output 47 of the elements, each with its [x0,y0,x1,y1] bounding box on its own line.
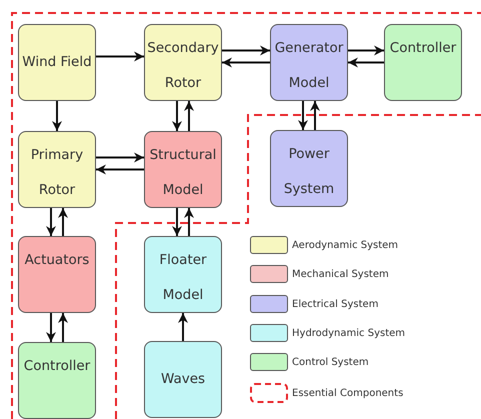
legend-label: Mechanical System [292,268,389,280]
node-label: Controller [24,357,90,376]
legend-label: Aerodynamic System [292,240,398,250]
process-box [18,24,96,101]
node-label: Secondary Rotor [147,39,219,93]
process-box [270,24,348,101]
arrow [96,152,144,162]
arrow [96,52,144,62]
legend-label: Electrical System [292,298,378,310]
arrow [178,313,188,341]
arrow [46,208,56,236]
arrow [310,101,320,130]
node-label: Primary Rotor [30,146,84,200]
arrow [52,101,62,131]
process-box [384,24,462,101]
node-label: Waves [160,370,206,389]
arrow [58,208,68,236]
node-label: Controller [390,39,456,58]
arrow [58,313,68,342]
process-box [144,341,222,418]
process-box [18,236,96,313]
arrow [222,46,270,56]
node-label: Structural Model [148,146,218,200]
arrow [96,164,144,174]
process-box [270,130,348,207]
arrow [348,46,384,56]
node-label: Wind Field [22,53,92,72]
arrow [172,101,182,131]
node-label: Actuators [24,251,90,270]
process-box [18,131,96,208]
process-box [144,131,222,208]
arrow [184,208,194,236]
node-label: Power System [282,145,336,199]
node-label: Generator Model [274,39,344,93]
arrow [46,313,56,342]
arrow [172,208,182,236]
legend-label: Control System [292,356,369,368]
node-label: Floater Model [158,251,208,305]
process-box [144,24,222,101]
arrow [298,101,308,130]
process-box [18,342,96,419]
process-box [144,236,222,313]
legend-label: Hydrodynamic System [292,328,406,338]
arrow [222,58,270,68]
arrow [184,101,194,131]
arrow [348,58,384,68]
legend-label: Essential Components [292,388,404,398]
